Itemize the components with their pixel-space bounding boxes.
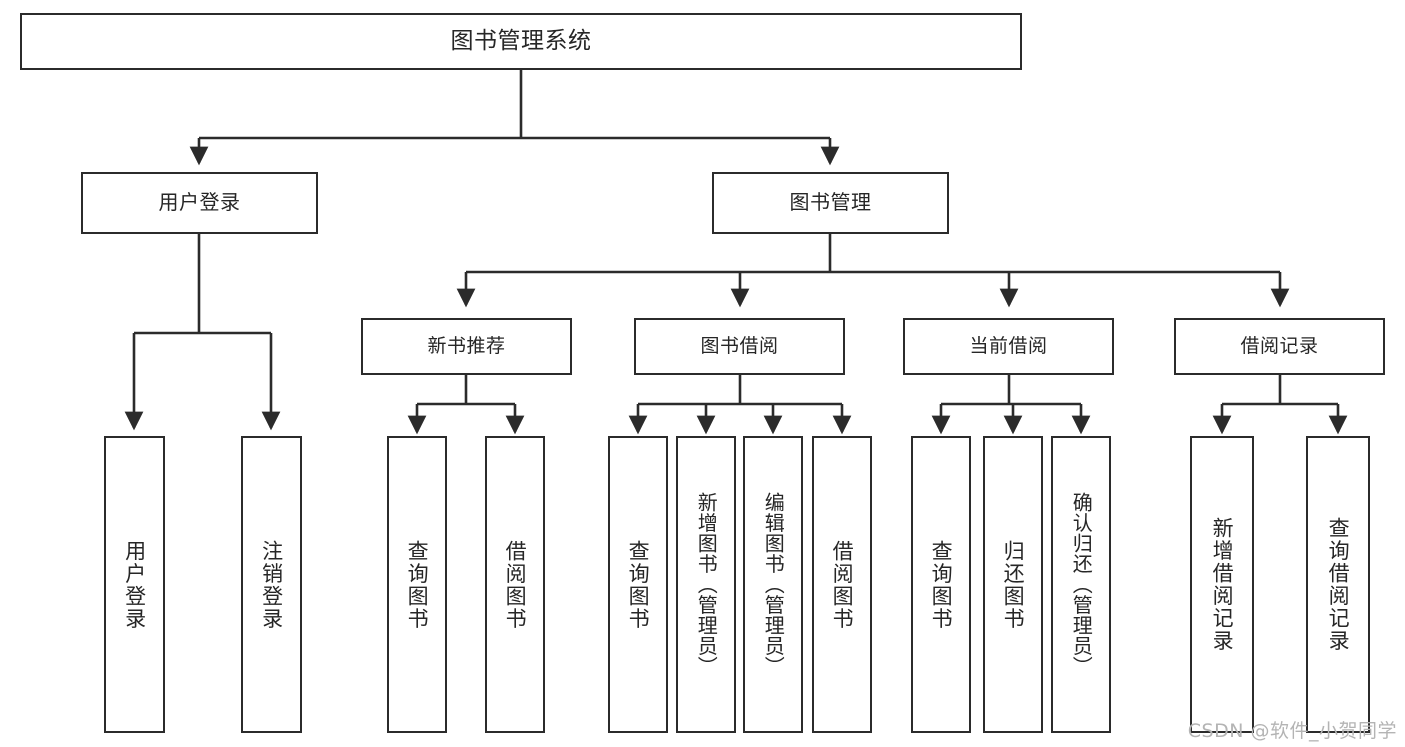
- node-current-borrow[interactable]: 当前借阅: [903, 318, 1114, 375]
- node-leaf-borrow-borrow-book[interactable]: 借阅图书: [812, 436, 872, 733]
- node-label: 查询图书: [405, 539, 430, 630]
- node-label: 用户登录: [158, 190, 241, 215]
- node-leaf-user-login-logout[interactable]: 注销登录: [241, 436, 302, 733]
- node-label: 图书管理: [789, 190, 872, 215]
- node-leaf-record-add-record[interactable]: 新增借阅记录: [1190, 436, 1254, 733]
- node-leaf-current-confirm-return[interactable]: 确认归还（管理员）: [1051, 436, 1111, 733]
- node-new-book-recommend[interactable]: 新书推荐: [361, 318, 572, 375]
- node-leaf-recommend-borrow-book[interactable]: 借阅图书: [485, 436, 545, 733]
- node-label: 借阅记录: [1240, 335, 1319, 358]
- node-label: 注销登录: [259, 539, 284, 630]
- node-label: 查询图书: [929, 539, 954, 630]
- node-label: 借阅图书: [503, 539, 528, 630]
- node-leaf-user-login-login[interactable]: 用户登录: [104, 436, 165, 733]
- node-label: 新增借阅记录: [1210, 517, 1235, 652]
- node-book-borrow[interactable]: 图书借阅: [634, 318, 845, 375]
- node-label: 图书借阅: [700, 335, 779, 358]
- node-label: 新书推荐: [427, 335, 506, 358]
- node-label: 归还图书: [1001, 539, 1026, 630]
- node-book-management[interactable]: 图书管理: [712, 172, 949, 234]
- node-label: 用户登录: [122, 539, 147, 630]
- node-label: 当前借阅: [969, 335, 1048, 358]
- node-leaf-current-query-book[interactable]: 查询图书: [911, 436, 971, 733]
- node-leaf-borrow-add-book[interactable]: 新增图书（管理员）: [676, 436, 736, 733]
- node-leaf-borrow-query-book[interactable]: 查询图书: [608, 436, 668, 733]
- node-leaf-record-query-record[interactable]: 查询借阅记录: [1306, 436, 1370, 733]
- node-label: 确认归还（管理员）: [1069, 492, 1094, 677]
- node-label: 查询图书: [626, 539, 651, 630]
- watermark: CSDN @软件_小贺同学: [1187, 720, 1397, 742]
- node-leaf-current-return-book[interactable]: 归还图书: [983, 436, 1043, 733]
- node-label: 图书管理系统: [450, 27, 592, 54]
- node-root-system[interactable]: 图书管理系统: [20, 13, 1022, 70]
- node-leaf-borrow-edit-book[interactable]: 编辑图书（管理员）: [743, 436, 803, 733]
- node-label: 编辑图书（管理员）: [761, 492, 786, 677]
- node-borrow-record[interactable]: 借阅记录: [1174, 318, 1385, 375]
- node-user-login[interactable]: 用户登录: [81, 172, 318, 234]
- node-label: 借阅图书: [830, 539, 855, 630]
- node-label: 查询借阅记录: [1326, 517, 1351, 652]
- node-leaf-recommend-query-book[interactable]: 查询图书: [387, 436, 447, 733]
- node-label: 新增图书（管理员）: [694, 492, 719, 677]
